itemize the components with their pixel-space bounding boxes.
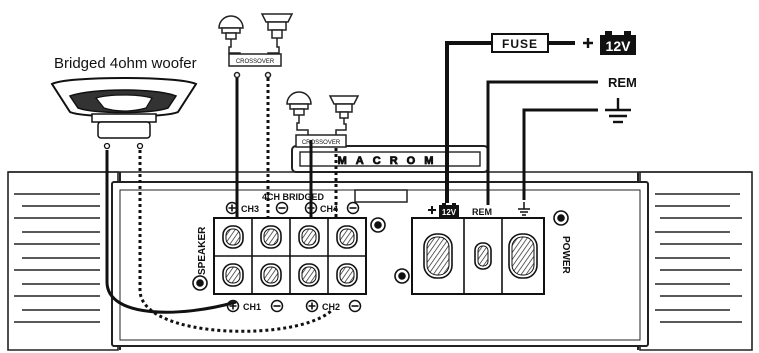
screw-terminal-icon [222,225,244,249]
screw-terminal-icon [336,225,358,249]
ground-icon [518,202,530,216]
screw-terminal-icon [298,225,320,249]
speaker-terminal-block [213,217,367,295]
battery-icon: 12V [439,203,459,217]
battery-positive: 12V [583,31,636,55]
screw-terminal-icon [336,263,358,287]
crossover-top-label: CROSSOVER [236,59,275,65]
power-wiring [445,41,598,205]
power-terminal-block [411,217,545,295]
tweeter-icon [286,91,312,105]
brand-label: MACROM [338,155,443,167]
label-bridged: 4CH BRIDGED [262,192,325,202]
battery-term-text: 12V [442,208,457,217]
crossover-mid: CROSSOVER [286,91,360,148]
amp-left-heatsink [7,171,119,351]
speaker-wires-solid [105,78,313,314]
label-rem-term: REM [472,207,492,217]
woofer-icon [50,77,198,150]
label-ch2: CH2 [322,302,340,312]
power-term-labels: 12V REM [428,202,530,217]
midrange-icon [260,13,294,23]
label-power: POWER [560,236,571,275]
fuse: FUSE [491,33,549,53]
label-rem-top: REM [608,75,637,90]
label-ch3: CH3 [241,204,259,214]
tweeter-icon [218,15,244,29]
screw-terminal-icon [260,263,282,287]
battery-icon: 12V [600,31,636,55]
crossover-top: CROSSOVER [218,13,294,79]
screw-terminal-icon [298,263,320,287]
ch4-label-group: CH4 [304,201,360,215]
midrange-icon [328,95,360,105]
woofer-title: Bridged 4ohm woofer [54,55,197,72]
crossover-mid-label: CROSSOVER [302,140,341,146]
screw-terminal-icon [222,263,244,287]
mounting-screws [192,210,569,291]
battery-top-text: 12V [606,38,632,54]
amp-top-plate: MACROM [291,145,489,203]
label-ch1: CH1 [243,302,261,312]
amp-right-heatsink [639,171,753,351]
screw-terminal-icon [423,233,453,279]
ch2-label-group: CH2 [305,299,362,313]
screw-terminal-icon [260,225,282,249]
label-ch4: CH4 [320,204,338,214]
screw-terminal-icon [474,242,492,270]
fuse-label: FUSE [502,37,538,51]
screw-terminal-icon [508,233,538,279]
speaker-wires-dotted [138,78,338,333]
ground-icon [605,98,631,124]
label-speaker: SPEAKER [197,226,208,275]
